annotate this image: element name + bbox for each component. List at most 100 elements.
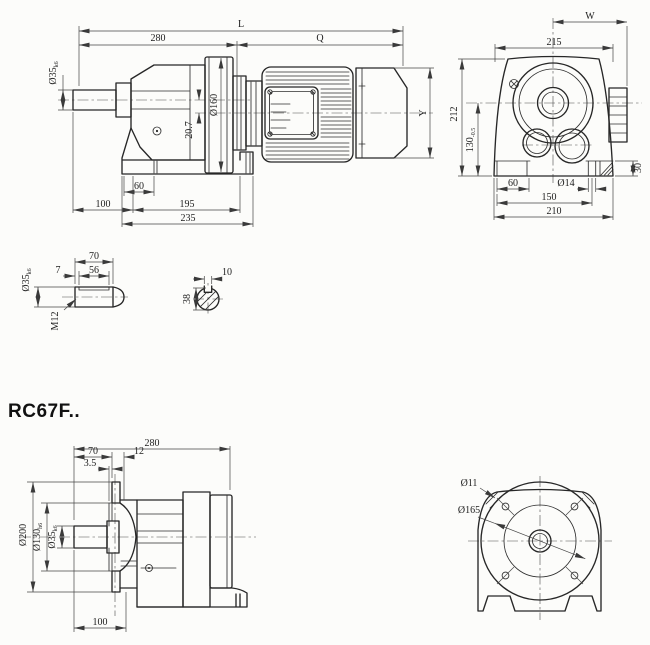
dim-foot-height: 30 xyxy=(633,163,644,173)
flange-front-dimensions: Ø165 Ø11 xyxy=(458,478,586,560)
dim-shaft-length: 70 xyxy=(89,251,99,262)
rear-foot xyxy=(136,587,248,608)
housing-detail-lines xyxy=(130,64,191,161)
motor-fins-bottom xyxy=(265,142,350,160)
dim-spigot-dia: Ø130h6 xyxy=(32,523,44,551)
keyway-cut xyxy=(203,285,213,293)
flange-tab-bottom xyxy=(111,570,121,593)
bolt-holes xyxy=(501,502,579,580)
dim-motor-length: Q xyxy=(316,33,324,44)
dim-rear-foot-offset: 60 xyxy=(508,178,518,189)
adapter-spacer xyxy=(245,80,263,147)
oil-plug-dot-2 xyxy=(148,567,150,569)
flange-tab-top xyxy=(111,481,121,504)
dim-gearunit-length: 280 xyxy=(151,33,166,44)
terminal-screw-icons xyxy=(267,89,316,137)
lower-right-bore xyxy=(558,132,586,160)
dim-foot-hole-offset: 60 xyxy=(134,181,144,192)
dim-foot-length: 195 xyxy=(180,199,195,210)
output-bore-outer xyxy=(536,86,570,120)
main-housing xyxy=(136,499,184,608)
front-housing-outline xyxy=(477,488,602,612)
flange-shaft-boss xyxy=(106,520,120,554)
flange-side-view: 280 70 12 3.5 100 Ø200 Ø130h6 Ø35k6 xyxy=(18,438,256,632)
foot-section-hatch xyxy=(600,162,614,176)
oil-plug-dot xyxy=(155,129,159,133)
oil-plug-icon-2 xyxy=(145,564,153,572)
spigot-lines xyxy=(108,502,113,572)
dim-shaft-proj: 100 xyxy=(96,199,111,210)
flange-circle-od xyxy=(480,481,600,601)
dim-shaft-dia: Ø35k6 xyxy=(48,61,60,84)
motor-fins-top xyxy=(265,71,350,85)
dim-flange-dia: Ø160 xyxy=(209,94,220,116)
dim-f-shaft-dia: Ø35k6 xyxy=(47,525,59,548)
foot-base xyxy=(121,127,254,175)
lower-left-bore xyxy=(526,132,548,154)
lower-left-boss xyxy=(522,128,552,158)
dim-shaft-detail-dia: Ø35k6 xyxy=(21,268,33,291)
dim-thread: M12 xyxy=(50,312,61,331)
motor-fins-right xyxy=(320,88,352,138)
terminal-box-inner xyxy=(269,91,314,135)
dim-key-width: 10 xyxy=(222,267,232,278)
side-rib-lines xyxy=(608,96,628,134)
shaft-end-cap xyxy=(112,286,125,308)
side-view-dimensions: L 280 Q Ø35k6 Ø160 20.7 60 100 195 235 Y xyxy=(48,19,434,227)
vent-plug-icon xyxy=(509,79,519,89)
dim-flange-thickness: 12 xyxy=(134,446,144,457)
key-section-view: 10 38 xyxy=(182,267,232,315)
dim-f-foot-offset: 100 xyxy=(93,617,108,628)
bolt-hole-ticks xyxy=(496,497,584,585)
dim-w: W xyxy=(585,11,595,22)
gear-boss-ring xyxy=(518,68,588,138)
dim-foot-hole-dia: Ø14 xyxy=(557,178,574,189)
second-stage-block xyxy=(182,491,211,608)
dim-spigot-depth: 3.5 xyxy=(84,458,97,469)
dim-section-dia: 38 xyxy=(182,294,193,304)
dim-key-length: 56 xyxy=(89,265,99,276)
dim-housing-height: 212 xyxy=(449,107,460,122)
output-bore xyxy=(541,91,565,115)
model-label: RC67F.. xyxy=(8,401,80,422)
side-view: L 280 Q Ø35k6 Ø160 20.7 60 100 195 235 Y xyxy=(48,19,434,227)
dim-foot-hole-span: 150 xyxy=(542,192,557,203)
keyway-cut-mask xyxy=(204,285,212,293)
gear-boss-outer xyxy=(512,62,594,144)
flange-side-dimensions: 280 70 12 3.5 100 Ø200 Ø130h6 Ø35k6 xyxy=(18,438,231,632)
adapter-rings xyxy=(236,76,257,150)
cover-bolt-icons xyxy=(358,82,366,148)
bell-housing xyxy=(119,499,138,589)
dim-motor-dia: Y xyxy=(418,109,429,116)
keyway-lines xyxy=(78,286,110,291)
dim-base-width: 210 xyxy=(547,206,562,217)
oil-plug-icon xyxy=(152,126,162,136)
key-section-dimensions: 10 38 xyxy=(182,267,232,311)
dim-shaft-height: 130-0.5 xyxy=(465,128,477,153)
rear-view-dimensions: W 215 212 130-0.5 30 60 Ø14 150 210 xyxy=(449,11,644,220)
dim-housing-width: 215 xyxy=(547,37,562,48)
shaft-detail-dimensions: 70 7 56 Ø35k6 M12 xyxy=(21,251,114,331)
dim-base-length: 235 xyxy=(181,213,196,224)
dim-bolt-circle: Ø165 xyxy=(458,505,480,516)
housing-lines xyxy=(136,513,184,569)
flange-detail-lines xyxy=(208,56,228,174)
dim-f-shaft-length: 70 xyxy=(88,446,98,457)
bell-ribs xyxy=(120,560,137,567)
foot-hole-lines xyxy=(153,152,251,174)
rear-view: W 215 212 130-0.5 30 60 Ø14 150 210 xyxy=(449,11,644,220)
section-hatch xyxy=(197,288,219,310)
motor-body xyxy=(261,66,354,163)
flange-front-view: Ø165 Ø11 xyxy=(458,476,612,620)
shaft-detail-view: 70 7 56 Ø35k6 M12 xyxy=(21,251,128,330)
dim-flange-od: Ø200 xyxy=(18,524,29,546)
rear-foot-lines xyxy=(494,160,614,177)
plate-rib-lines xyxy=(270,103,291,129)
terminal-box-plate xyxy=(264,86,319,140)
rear-housing-outline xyxy=(493,55,614,177)
dim-axis-offset: 20.7 xyxy=(184,121,195,139)
dim-f-overall: 280 xyxy=(145,438,160,449)
dim-key-offset: 7 xyxy=(56,265,61,276)
